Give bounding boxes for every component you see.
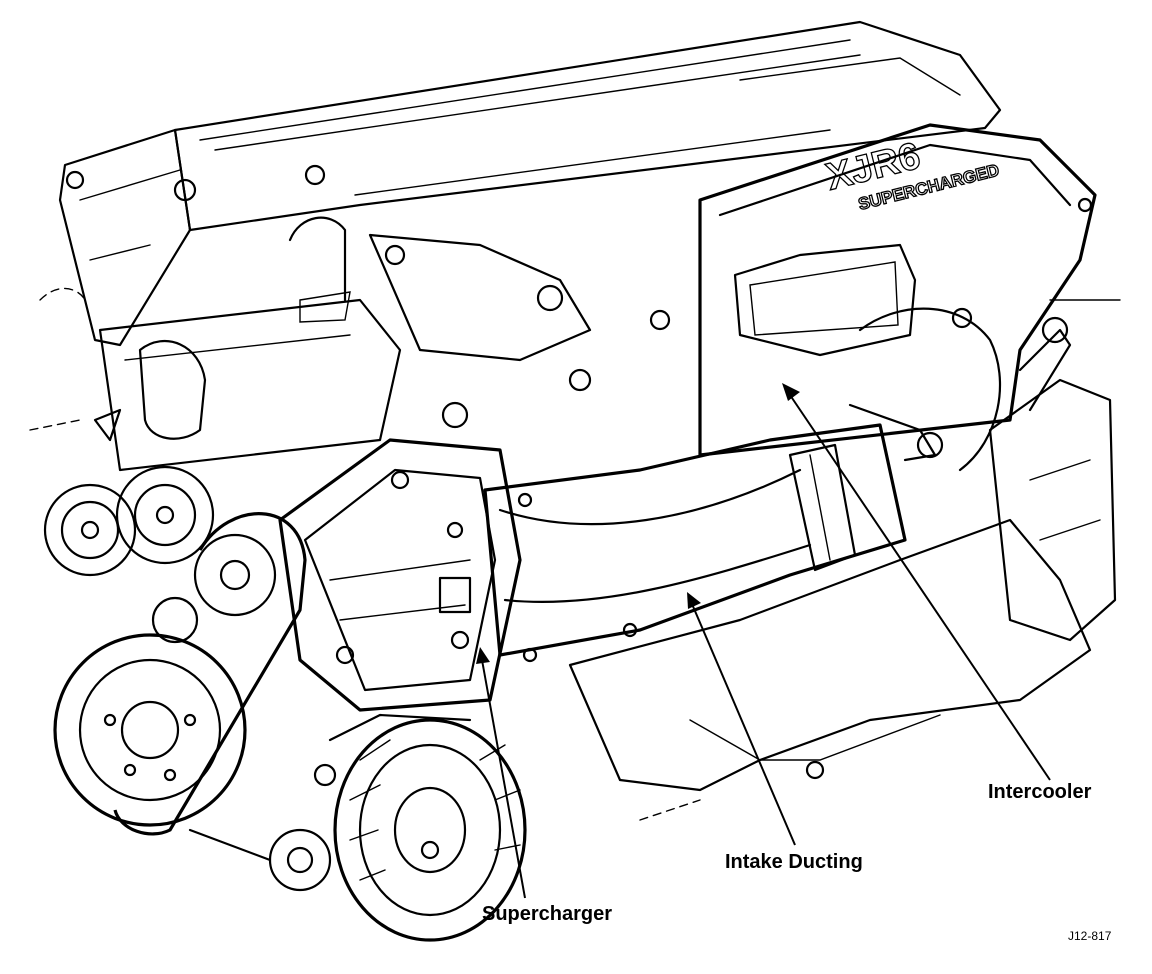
pulley-assembly: [43, 465, 332, 892]
intercooler-label: Intercooler: [988, 781, 1092, 803]
supercharger-leader: [476, 647, 526, 899]
intercooler-housing: XJR6 SUPERCHARGED: [698, 123, 1097, 472]
alternator: [313, 713, 527, 942]
engine-block: [568, 299, 1121, 792]
intercooler-leader: [782, 383, 1051, 781]
figure-reference: J12-817: [1068, 929, 1112, 943]
supercharger-body: [278, 438, 522, 712]
intake-ducting: [483, 423, 907, 663]
intake-ducting-label: Intake Ducting: [725, 851, 863, 873]
center-fittings: [138, 216, 671, 440]
supercharger-label: Supercharger: [482, 903, 612, 925]
outline-details: [29, 287, 701, 821]
cylinder-head: [58, 128, 402, 472]
cam-cover: [65, 20, 1002, 232]
intake-ducting-leader: [687, 592, 796, 846]
